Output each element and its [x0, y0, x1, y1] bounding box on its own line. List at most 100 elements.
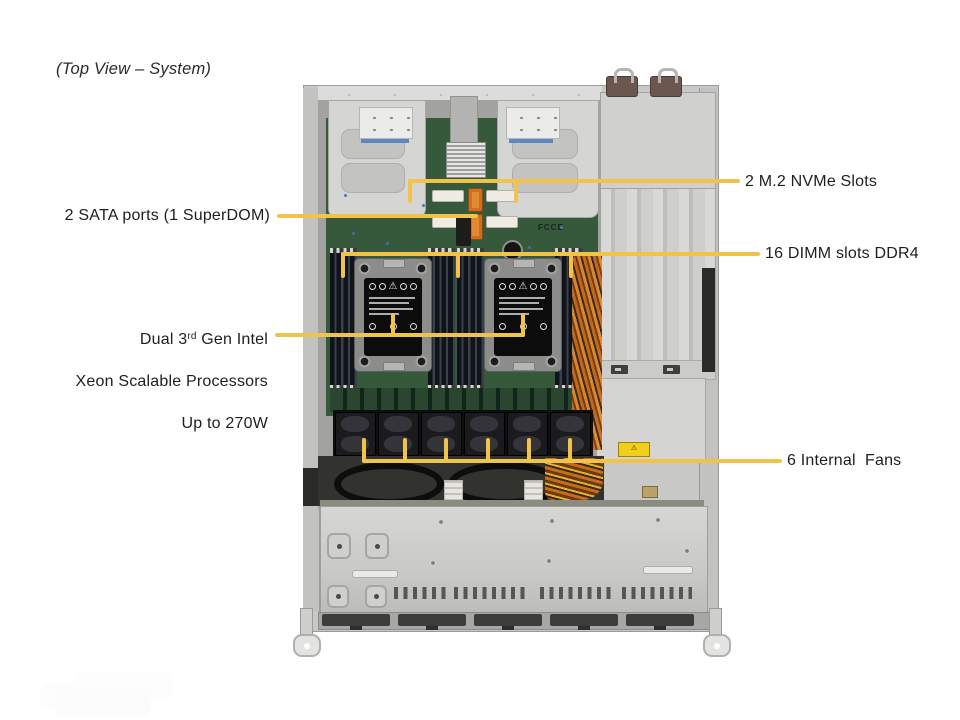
psu-latch: [663, 365, 680, 374]
vent-slots: [394, 587, 446, 599]
drive-tray: [474, 614, 542, 630]
callout-tick: [408, 179, 412, 203]
board-chip: [456, 214, 471, 246]
m2-slot-1: [432, 190, 464, 202]
cover-latch: [365, 585, 387, 608]
socket-screw: [545, 262, 558, 275]
socket-screw: [358, 262, 371, 275]
callout-tick: [444, 438, 448, 463]
screw: [546, 558, 552, 564]
backplane-edge: [320, 500, 704, 507]
cover-handle-slit: [643, 566, 693, 574]
drive-tray: [550, 614, 618, 630]
callout-label-m2: 2 M.2 NVMe Slots: [745, 173, 878, 190]
callout-label-dimm: 16 DIMM slots DDR4: [765, 245, 919, 262]
callout-tick: [456, 252, 460, 278]
callout-tick: [514, 179, 518, 203]
screw: [549, 518, 555, 524]
warning-triangle-icon: ⚠: [388, 280, 398, 292]
cover-handle-slit: [352, 570, 398, 578]
callout-label-sata: 2 SATA ports (1 SuperDOM): [64, 207, 270, 224]
psu-air-shroud: [600, 188, 716, 362]
fan-2: [378, 412, 419, 456]
psu-latch: [611, 365, 628, 374]
backplane-connector: [524, 480, 543, 506]
power-supply-module: [600, 92, 716, 190]
callout-tick: [362, 438, 366, 463]
sata-port-superdom: [468, 188, 483, 212]
backplane-connector: [444, 480, 463, 506]
socket-screw: [545, 355, 558, 368]
screw: [430, 560, 436, 566]
chassis-edge-shadow: [702, 268, 715, 372]
vent-slots: [622, 587, 692, 599]
drive-tray: [398, 614, 466, 630]
capacitors: [352, 232, 355, 235]
rack-ear-left-hook: [293, 634, 321, 657]
warning-triangle-icon: ⚠: [518, 280, 528, 292]
callout-line: [408, 179, 740, 183]
fan-row: [333, 410, 593, 458]
screw: [684, 548, 690, 554]
faint-watermark: [55, 690, 151, 716]
callout-line: [341, 252, 760, 256]
callout-tick: [568, 438, 572, 463]
chassis-edge-shadow: [303, 468, 318, 506]
fan-1: [335, 412, 376, 456]
figure-title: (Top View – System): [56, 60, 212, 78]
riser-bracket-left: [328, 100, 426, 218]
fan-4: [464, 412, 505, 456]
fan-cable-bundle: [545, 458, 603, 500]
chipset-heatsink: [446, 142, 486, 178]
cover-latch: [365, 533, 389, 559]
blue-connector: [361, 139, 409, 143]
callout-tick: [521, 313, 525, 337]
rack-ear-right-hook: [703, 634, 731, 657]
socket-clip: [383, 259, 405, 268]
callout-tick: [527, 438, 531, 463]
cpu2-socket-cover: ⚠: [484, 258, 562, 372]
cover-latch: [327, 585, 349, 608]
psu-latch-strip: [600, 360, 716, 380]
blue-connector: [509, 139, 553, 143]
bracket-cutout: [341, 163, 405, 193]
bracket-screw-plate: [506, 107, 560, 139]
callout-tick: [486, 438, 490, 463]
drive-tray: [626, 614, 694, 630]
warning-sticker: ⚠: [618, 442, 650, 457]
callout-tick: [391, 313, 395, 337]
board-connector: [642, 486, 658, 498]
socket-screw: [415, 262, 428, 275]
psu-handle: [606, 68, 638, 97]
callout-tick: [569, 252, 573, 278]
vent-slots: [454, 587, 528, 599]
slimline-slot: [486, 216, 518, 228]
callout-tick: [341, 252, 345, 278]
callout-line: [275, 333, 525, 337]
callout-tick: [403, 438, 407, 463]
screw: [438, 519, 444, 525]
socket-clip: [383, 362, 405, 371]
cover-latch: [327, 533, 351, 559]
bracket-cutout: [512, 163, 578, 193]
chassis-rear-rail: [318, 86, 602, 103]
socket-clip: [513, 259, 535, 268]
dimm-bank-2: [428, 248, 455, 390]
dimm-bank-3: [457, 248, 484, 390]
socket-screw: [488, 262, 501, 275]
psu-lower-cage: [596, 378, 706, 460]
bracket-screw-plate: [359, 107, 413, 139]
drive-tray: [322, 614, 390, 630]
vent-slots: [540, 587, 614, 599]
callout-line: [277, 214, 478, 218]
fcc-ce-marking: FCCE: [538, 223, 564, 232]
callout-label-cpu: Dual 3rd Gen Intel Xeon Scalable Process…: [75, 331, 268, 432]
ribbon-cable: [450, 96, 478, 144]
socket-clip: [513, 362, 535, 371]
socket-screw: [488, 355, 501, 368]
psu-handle: [650, 68, 682, 97]
socket-screw: [415, 355, 428, 368]
riser-bracket-right: [497, 100, 599, 218]
socket-screw: [358, 355, 371, 368]
